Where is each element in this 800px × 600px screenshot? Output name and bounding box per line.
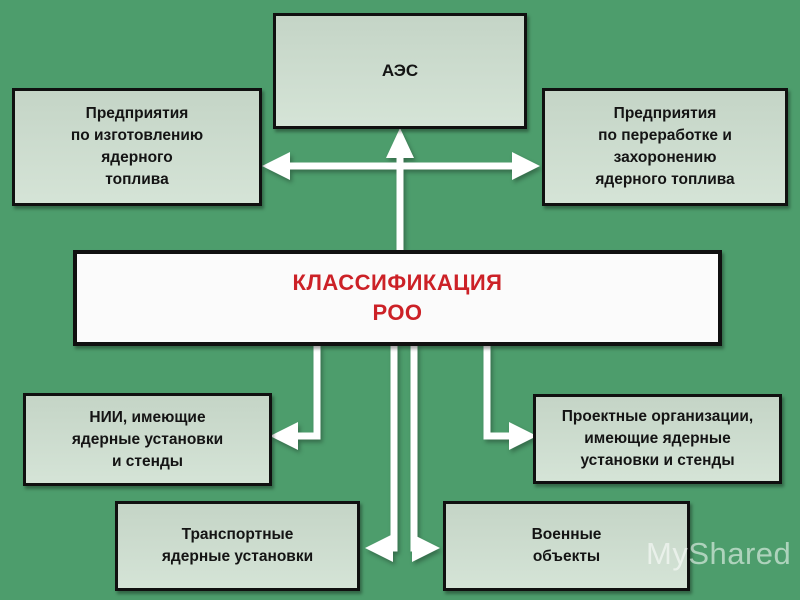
arrow-center-to-design xyxy=(483,345,510,440)
arrowhead-right-icon xyxy=(512,152,540,180)
node-fuel-manufacturing: Предприятия по изготовлению ядерного топ… xyxy=(12,88,262,206)
arrow-center-to-research xyxy=(294,345,321,440)
arrowhead-transport-icon xyxy=(365,534,393,562)
node-fuel-processing: Предприятия по переработке и захоронению… xyxy=(542,88,788,206)
arrowhead-left-icon xyxy=(262,152,290,180)
node-aes: АЭС xyxy=(273,13,527,129)
center-title-box: КЛАССИФИКАЦИЯ РОО xyxy=(73,250,722,346)
arrowhead-design-icon xyxy=(509,422,537,450)
node-transport-installations: Транспортные ядерные установки xyxy=(115,501,360,591)
node-military-objects: Военные объекты xyxy=(443,501,690,591)
arrowhead-military-icon xyxy=(412,534,440,562)
node-design-organizations: Проектные организации, имеющие ядерные у… xyxy=(533,394,782,484)
watermark: MyShared xyxy=(646,536,792,571)
arrow-center-to-transport xyxy=(390,345,398,552)
arrow-center-to-military xyxy=(410,345,418,552)
arrowhead-research-icon xyxy=(270,422,298,450)
node-research-institutes: НИИ, имеющие ядерные установки и стенды xyxy=(23,393,272,486)
arrowhead-up-icon xyxy=(386,128,414,158)
